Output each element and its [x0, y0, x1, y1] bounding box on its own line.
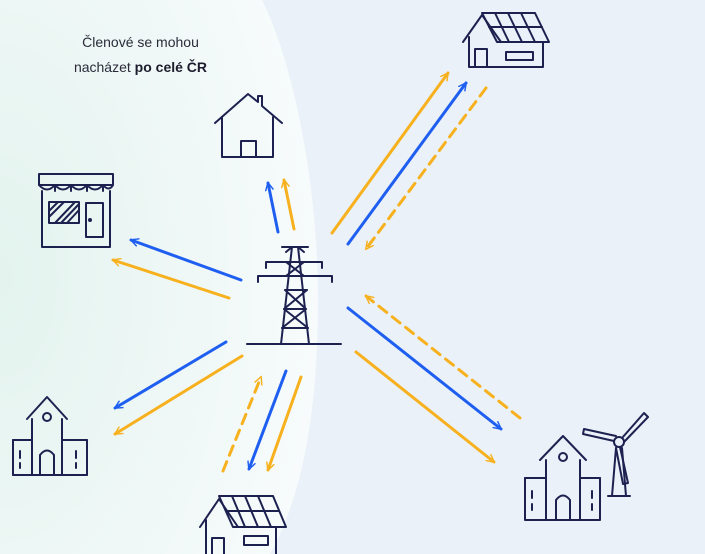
arrow-yellow-to-church — [115, 354, 244, 436]
highlight-region — [0, 0, 318, 554]
building-with-wind-turbine-icon — [524, 412, 649, 521]
arrow-dashed-from-solar-bottom — [221, 377, 261, 473]
solar-house-bottom-icon — [199, 495, 287, 554]
arrow-yellow-to-solar-top — [330, 73, 450, 235]
arrow-blue-to-church — [115, 340, 228, 410]
public-building-icon — [12, 396, 88, 476]
arrow-yellow-to-shop — [113, 260, 231, 300]
arrow-yellow-to-solar-bottom — [268, 375, 303, 470]
house-icon — [214, 93, 283, 158]
caption-line-1: Členové se mohou — [82, 34, 199, 50]
flow-arrows — [113, 73, 522, 473]
arrow-yellow-to-house — [284, 180, 296, 231]
arrow-blue-to-building-wind — [346, 306, 501, 431]
caption-line-2-bold: po celé ČR — [134, 59, 208, 75]
arrow-blue-to-solar-top — [346, 83, 468, 246]
arrow-blue-to-solar-bottom — [249, 369, 288, 469]
solar-house-top-icon — [462, 12, 550, 68]
transmission-tower-icon — [246, 246, 342, 345]
caption: Členové se mohou nacházet po celé ČR — [28, 30, 253, 80]
arrow-blue-to-shop — [131, 240, 243, 282]
arrow-yellow-to-building-wind — [354, 350, 494, 464]
caption-line-2-prefix: nacházet — [73, 59, 135, 75]
arrow-blue-to-house — [268, 183, 280, 234]
caption-line-2: nacházet po celé ČR — [28, 55, 253, 80]
arrow-dashed-from-solar-top — [364, 86, 488, 249]
shop-icon — [38, 173, 114, 248]
arrow-dashed-from-building-wind — [366, 294, 522, 420]
